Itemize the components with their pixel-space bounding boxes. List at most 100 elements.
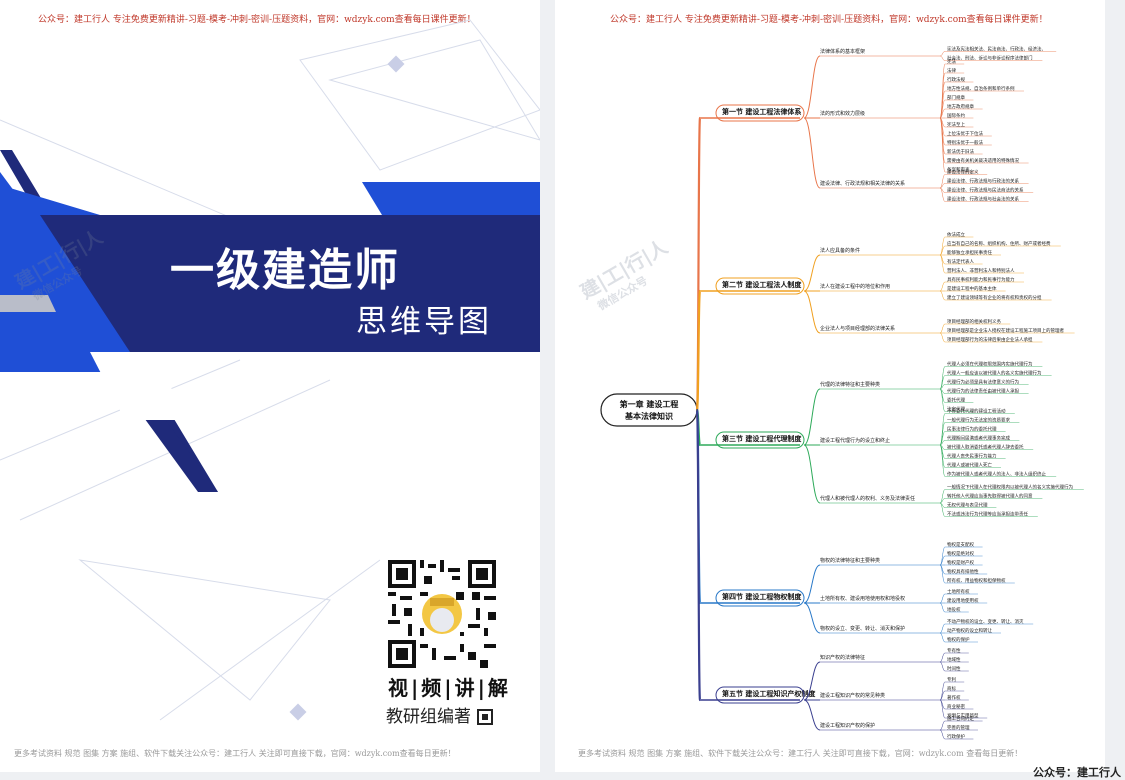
mindmap-leaf-label: 应当有自己的名称、组织机构、住所、财产或者经费	[947, 240, 1051, 247]
mindmap-leaf-label: 代理行为必须是具有法律意义的行为	[947, 379, 1019, 386]
mindmap-leaf-label: 代理人必须在代理权限范围内实施代理行为	[947, 361, 1033, 368]
mindmap-connector	[939, 117, 946, 173]
mindmap-section-node	[715, 277, 805, 295]
mindmap-leaf-label: 转托他人代理应当事先取得被代理人的同意	[947, 493, 1033, 500]
mindmap-leaf-label: 作为被代理人或者代理人的法人、非法人组织终止	[947, 471, 1046, 478]
mindmap-leaf-label: 专利	[947, 676, 956, 683]
mindmap-branch-label: 知识产权的法律特征	[820, 654, 865, 661]
mindmap-leaf-label: 著作权	[947, 694, 961, 701]
mindmap-leaf-label: 商标	[947, 685, 956, 692]
mindmap-connector	[939, 652, 946, 663]
author-square-icon	[477, 709, 493, 725]
mindmap-leaf-label: 国际条约	[947, 112, 965, 119]
mindmap-section-node	[715, 104, 805, 122]
mindmap-connector	[803, 699, 821, 731]
mindmap-connector	[939, 51, 946, 57]
mindmap-connector	[803, 388, 821, 446]
mindmap-connector	[939, 55, 946, 61]
mindmap-leaf-label: 需要由有关机关裁决适用的特殊情况	[947, 157, 1019, 164]
mindmap-connector	[939, 564, 946, 584]
page-header: 公众号：建工行人 专注免费更新精讲-习题-模考-冲刺-密训-压题资料，官网：wd…	[38, 15, 476, 25]
mindmap-connector	[939, 187, 946, 202]
mindmap-leaf-label: 法律	[947, 67, 956, 74]
mindmap-connector	[939, 72, 946, 119]
mindmap-connector	[803, 254, 821, 292]
mindmap-leaf-label: 能够独立承担民事责任	[947, 249, 992, 256]
mindmap-page: 公众号：建工行人 专注免费更新精讲-习题-模考-冲刺-密训-压题资料，官网：wd…	[555, 0, 1105, 772]
mindmap-connector	[939, 413, 946, 446]
mindmap-leaf-label: 宪法及宪法相关法、民法商法、行政法、经济法、	[947, 46, 1046, 53]
mindmap-leaf-label: 专有性	[947, 647, 961, 654]
mindmap-leaf-label: 委托代理	[947, 397, 965, 404]
mindmap-leaf-label: 项目经理部是企业法人授权在建设工程施工项目上的管理者	[947, 327, 1064, 334]
mindmap-leaf-label: 建设法律、行政法规与行政法的关系	[947, 178, 1019, 185]
mindmap-root-label: 基本法律知识	[624, 411, 673, 421]
mindmap-leaf-label: 特别法优于一般法	[947, 139, 983, 146]
mindmap-section-label: 第一节 建设工程法律体系	[722, 107, 801, 116]
mindmap-leaf-label: 营利法人、非营利法人和特别法人	[947, 267, 1015, 274]
mindmap-leaf-label: 项目经理部行为的法律后果由企业法人承担	[947, 336, 1033, 343]
mindmap-section-label: 第五节 建设工程知识产权制度	[722, 689, 816, 698]
mindmap-section-node	[715, 431, 805, 449]
mindmap-section-node	[715, 686, 805, 704]
mindmap-connector	[939, 323, 946, 334]
mindmap-leaf-label: 施工合同约定	[947, 715, 974, 722]
page-footer: 更多考试资料 规范 图集 方案 施组、软件下载关注公众号：建工行人 关注即可直接…	[14, 749, 456, 758]
mindmap-branch-label: 建设工程知识产权的保护	[820, 722, 875, 729]
mindmap-leaf-label: 发明与实用新型	[947, 712, 979, 719]
mindmap-leaf-label: 行政保护	[947, 733, 965, 740]
mindmap-branch-label: 企业法人与项目经理部的法律关系	[820, 325, 895, 332]
mindmap-connector	[939, 388, 946, 412]
mindmap: 第一章 建设工程基本法律知识第一节 建设工程法律体系法律体系的基本框架宪法及宪法…	[600, 46, 1084, 740]
mindmap-connector	[803, 117, 821, 189]
mindmap-connector	[803, 564, 821, 604]
cover-graphic	[0, 19, 540, 721]
mindmap-connector	[939, 174, 946, 189]
mindmap-connector	[939, 681, 946, 701]
mindmap-leaf-label: 有法定代表人	[947, 258, 974, 265]
mindmap-leaf-label: 地方政府规章	[947, 103, 974, 110]
mindmap-leaf-label: 依法成立	[947, 231, 965, 238]
mindmap-leaf-label: 是建设工程中的基本主体	[947, 285, 997, 292]
mindmap-leaf-label: 民事法律行为的委托代理	[947, 426, 997, 433]
mindmap-leaf-label: 物权具有排他性	[947, 568, 979, 575]
mindmap-leaf-label: 时间性	[947, 665, 961, 672]
mindmap-connector	[695, 408, 702, 702]
mindmap-root-node	[600, 393, 698, 427]
mindmap-connector	[939, 720, 946, 731]
mindmap-leaf-label: 部门规章	[947, 94, 965, 101]
mindmap-leaf-label: 建设法律的定义	[947, 169, 979, 176]
mindmap-branch-label: 物权的设立、变更、转让、消灭和保护	[820, 625, 905, 632]
mindmap-connector	[803, 55, 821, 119]
mindmap-leaf-label: 被代理人取消委托或者代理人辞去委托	[947, 444, 1024, 451]
mindmap-branch-label: 法的形式和效力层级	[820, 110, 865, 117]
mindmap-branch-label: 建设法律、行政法规和相关法律的关系	[820, 180, 905, 187]
mindmap-connector	[803, 444, 821, 504]
mindmap-section-label: 第三节 建设工程代理制度	[722, 434, 802, 443]
mindmap-leaf-label: 建设法律、行政法规与民法商法的关系	[947, 187, 1024, 194]
mindmap-connector	[939, 632, 946, 643]
mindmap-connector	[939, 502, 946, 517]
mindmap-leaf-label: 具有民事权利能力和民事行为能力	[947, 276, 1015, 283]
qr-code-image	[388, 560, 496, 668]
mindmap-leaf-label: 地域性	[947, 656, 961, 663]
mindmap-leaf-label: 地役权	[947, 606, 961, 613]
mindmap-connector	[939, 375, 946, 390]
mindmap-connector	[939, 431, 946, 446]
mindmap-leaf-label: 商业秘密	[947, 703, 965, 710]
mindmap-connector	[939, 245, 946, 256]
mindmap-leaf-label: 代理人丧失民事行为能力	[947, 453, 997, 460]
mindmap-section-node	[715, 589, 805, 607]
mindmap-leaf-label: 代理期间届满或者代理事务完成	[947, 435, 1010, 442]
mindmap-leaf-label: 代理人或被代理人死亡	[947, 462, 992, 469]
mindmap-leaf-label: 动产物权的设立和转让	[947, 627, 992, 634]
mindmap-connector	[695, 289, 702, 412]
mindmap-leaf-label: 宪法	[947, 58, 956, 65]
mindmap-connector	[939, 729, 946, 740]
mindmap-leaf-label: 建设用地使用权	[947, 597, 979, 604]
mindmap-leaf-label: 项目经理部的相关权利义务	[947, 318, 1001, 325]
mindmap-leaf-label: 建设法律、行政法规与社会法的关系	[947, 196, 1019, 203]
mindmap-connector	[939, 546, 946, 566]
mindmap-connector	[939, 281, 946, 292]
mindmap-connector	[939, 444, 946, 477]
